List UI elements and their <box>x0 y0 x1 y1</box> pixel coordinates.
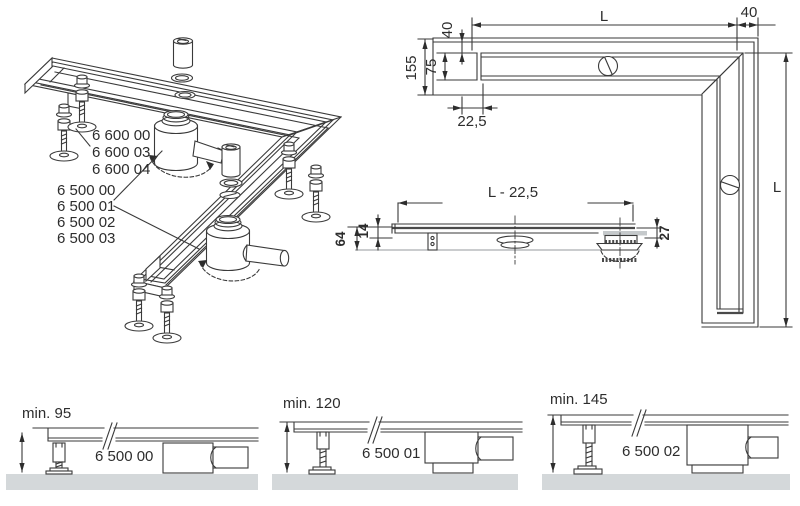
isometric-exploded-view: 6 600 00 6 600 03 6 600 04 6 500 00 6 50… <box>23 37 343 344</box>
drain-pipe-top <box>172 37 194 69</box>
gasket <box>496 215 534 265</box>
plan-view: L 40 155 40 <box>403 4 793 328</box>
part-label: 6 500 02 <box>57 214 115 231</box>
svg-text:L - 22,5: L - 22,5 <box>488 184 538 201</box>
side-elevation-view: L - 22,5 64 14 27 <box>333 184 672 269</box>
dimension-27: 27 <box>636 217 672 249</box>
svg-text:14: 14 <box>356 223 371 239</box>
drain-trap-bottom <box>205 214 290 272</box>
svg-text:64: 64 <box>333 231 348 247</box>
part-label: 6 600 04 <box>92 161 150 178</box>
adjustable-foot-side <box>308 431 336 475</box>
trap-flange <box>595 217 647 269</box>
dimension-40-left: 40 <box>439 22 465 65</box>
break-mark <box>636 409 647 437</box>
part-label: 6 600 00 <box>92 127 150 144</box>
dimension-14: 14 <box>356 214 393 251</box>
adjustable-foot <box>274 141 304 200</box>
leader-feet-labels <box>75 128 91 147</box>
leader-trap-bottom <box>113 205 200 250</box>
break-mark <box>372 416 383 444</box>
dimension-155: 155 <box>403 38 434 96</box>
svg-text:75: 75 <box>423 59 440 76</box>
grate-screw <box>719 174 741 196</box>
svg-text:40: 40 <box>439 22 456 39</box>
part-label: 6 500 01 <box>362 445 420 462</box>
trap-side-flat <box>162 442 249 474</box>
swivel-arrow-icon <box>198 260 207 268</box>
part-label: 6 500 02 <box>622 443 680 460</box>
drain-trap-corner <box>153 109 225 172</box>
trap-side-medium <box>424 431 514 474</box>
part-label: 6 500 01 <box>57 198 115 215</box>
dimension-length-top: L <box>471 8 738 51</box>
install-diagram-min95: min. 95 6 500 00 <box>6 405 259 490</box>
dimension-length-right: L <box>744 52 793 328</box>
swivel-arrow-icon <box>206 161 214 170</box>
swivel-arc-bottom <box>199 262 261 282</box>
svg-text:L: L <box>600 8 608 25</box>
adjustable-foot <box>301 164 331 223</box>
svg-text:40: 40 <box>741 4 758 21</box>
min-height-label: min. 145 <box>550 391 608 408</box>
drain-pipe-corner-outlet <box>221 143 241 178</box>
svg-text:22,5: 22,5 <box>457 113 486 130</box>
grate-screw <box>597 55 619 77</box>
svg-text:27: 27 <box>657 225 672 240</box>
frame-tab-bottom <box>145 254 161 283</box>
floor-slab <box>542 474 790 490</box>
dimension-side-length: L - 22,5 <box>397 184 634 223</box>
adjustable-foot <box>124 273 154 332</box>
floor-slab <box>6 474 258 490</box>
floor-slab <box>272 474 518 490</box>
swivel-arc-corner <box>149 156 213 178</box>
min-height-label: min. 95 <box>22 405 71 422</box>
part-label: 6 500 00 <box>95 448 153 465</box>
install-diagram-min145: min. 145 6 500 02 <box>542 391 790 490</box>
support-bracket <box>427 232 438 251</box>
adjustable-foot-side <box>45 442 73 475</box>
break-mark <box>631 409 642 437</box>
break-mark <box>102 422 113 450</box>
adjustable-foot <box>49 103 79 162</box>
min-height-label: min. 120 <box>283 395 341 412</box>
leader-trap-corner <box>113 150 163 201</box>
dimension-min120 <box>284 422 290 473</box>
part-label: 6 500 00 <box>57 182 115 199</box>
dimension-min95 <box>19 432 25 473</box>
dimension-min145 <box>550 415 556 473</box>
dimension-64: 64 <box>333 226 393 251</box>
break-mark <box>367 416 378 444</box>
break-mark <box>107 422 118 450</box>
dimension-75: 75 <box>423 52 478 81</box>
install-diagram-min120: min. 120 6 500 01 <box>272 395 523 490</box>
svg-text:L: L <box>773 179 781 196</box>
adjustable-foot-side <box>573 424 603 475</box>
part-label: 6 500 03 <box>57 230 115 247</box>
part-label: 6 600 03 <box>92 144 150 161</box>
dimension-40-top: 40 <box>736 4 776 37</box>
svg-text:155: 155 <box>403 55 420 80</box>
dimension-22-5: 22,5 <box>447 83 498 130</box>
trap-side-deep <box>686 424 779 474</box>
